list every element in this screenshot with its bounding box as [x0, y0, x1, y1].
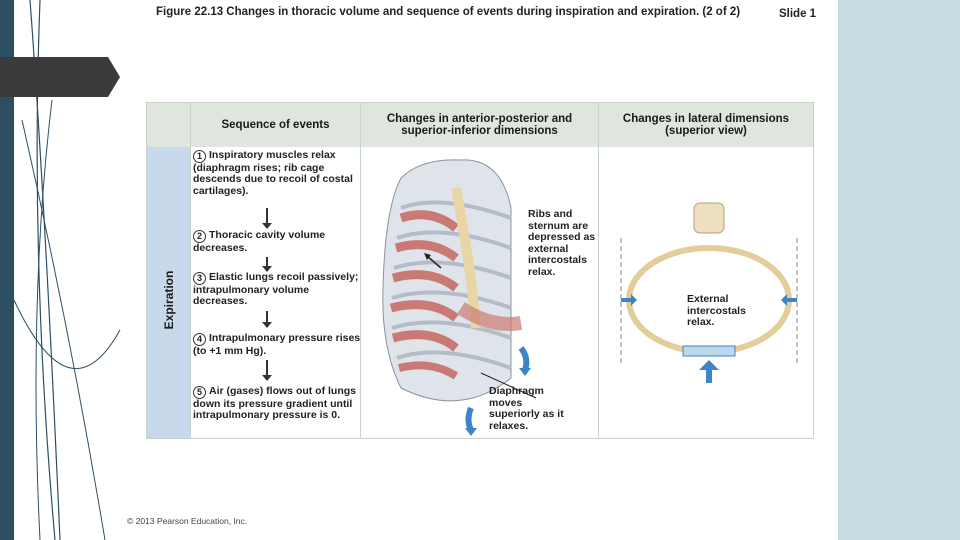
figure-title: Figure 22.13 Changes in thoracic volume …: [156, 6, 741, 18]
title-tab-shape: [0, 57, 120, 97]
column-divider: [598, 103, 599, 438]
down-arrow-icon: [262, 311, 272, 328]
step-text: Intrapulmonary pressure rises (to +1 mm …: [193, 332, 361, 357]
slide-number: Slide 1: [779, 8, 817, 20]
column-divider: [360, 103, 361, 438]
header-sequence: Sequence of events: [191, 103, 360, 147]
down-arrow-icon: [262, 360, 272, 381]
decorative-curves: [13, 0, 121, 540]
column-divider: [190, 103, 191, 438]
figure-panel: Sequence of events Changes in anterior-p…: [146, 102, 814, 439]
down-arrow-icon: [262, 257, 272, 272]
right-decor-panel: [838, 0, 960, 540]
step-text: Thoracic cavity volume decreases.: [193, 229, 326, 254]
step-text: Elastic lungs recoil passively; intrapul…: [193, 271, 359, 308]
copyright-text: © 2013 Pearson Education, Inc.: [127, 516, 248, 526]
header-lateral: Changes in lateral dimensions (superior …: [599, 103, 813, 147]
ribs-annotation: Ribs and sternum are depressed as extern…: [528, 208, 596, 278]
step-text: Air (gases) flows out of lungs down its …: [193, 385, 357, 422]
down-arrow-icon: [262, 208, 272, 229]
expiration-label: Expiration: [162, 270, 176, 330]
corner-header: [147, 103, 190, 147]
external-intercostals-annotation: External intercostals relax.: [687, 293, 746, 328]
step-text: Inspiratory muscles relax (diaphragm ris…: [193, 149, 353, 197]
left-accent-bar: [0, 0, 14, 540]
header-ap-si: Changes in anterior-posterior and superi…: [361, 103, 598, 147]
rib-cage-illustration: [382, 159, 537, 436]
side-label-cell: Expiration: [147, 147, 190, 438]
lateral-view-illustration: [620, 202, 798, 383]
diaphragm-annotation: Diaphragm moves superiorly as it relaxes…: [489, 385, 564, 432]
